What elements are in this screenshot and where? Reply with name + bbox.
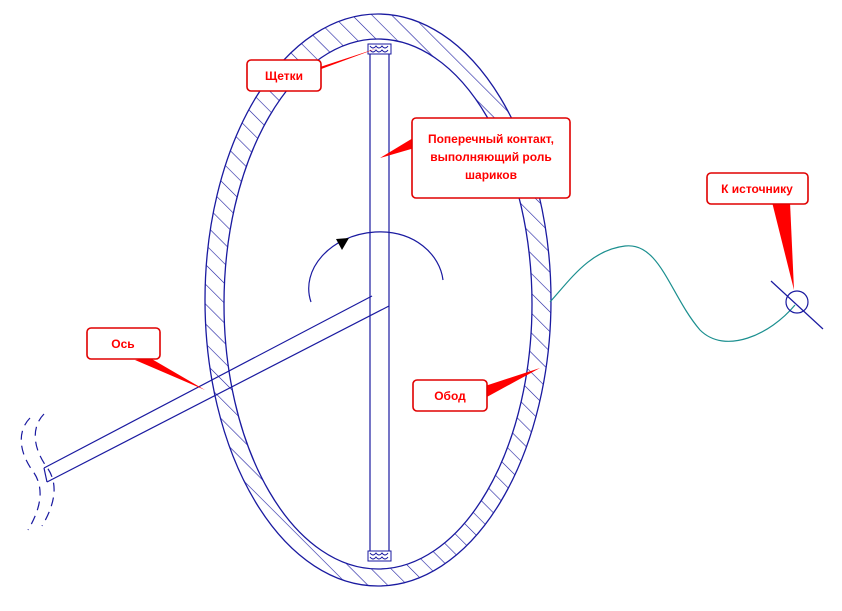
cross-contact-bar — [369, 52, 390, 556]
callout-to-source: К источнику — [706, 172, 809, 290]
callout-cross-contact: Поперечный контакт, выполняющий роль шар… — [380, 117, 571, 199]
callout-brushes: Щетки — [246, 48, 378, 92]
brush-top — [367, 43, 392, 55]
label-rim: Обод — [434, 389, 466, 403]
label-brushes: Щетки — [265, 69, 303, 83]
label-cross-contact-line1: Поперечный контакт, — [428, 132, 554, 146]
label-cross-contact-line2: выполняющий роль — [430, 150, 552, 164]
callout-rim: Обод — [412, 368, 540, 412]
axle — [43, 295, 390, 483]
brush-bottom — [367, 550, 392, 562]
axle-break-marks — [20, 413, 55, 531]
label-cross-contact-line3: шариков — [465, 168, 517, 182]
wire-to-source — [549, 245, 824, 342]
label-axis: Ось — [111, 337, 134, 351]
label-to-source: К источнику — [721, 182, 793, 196]
callout-axis: Ось — [86, 327, 205, 390]
rotation-arrow — [308, 231, 444, 303]
